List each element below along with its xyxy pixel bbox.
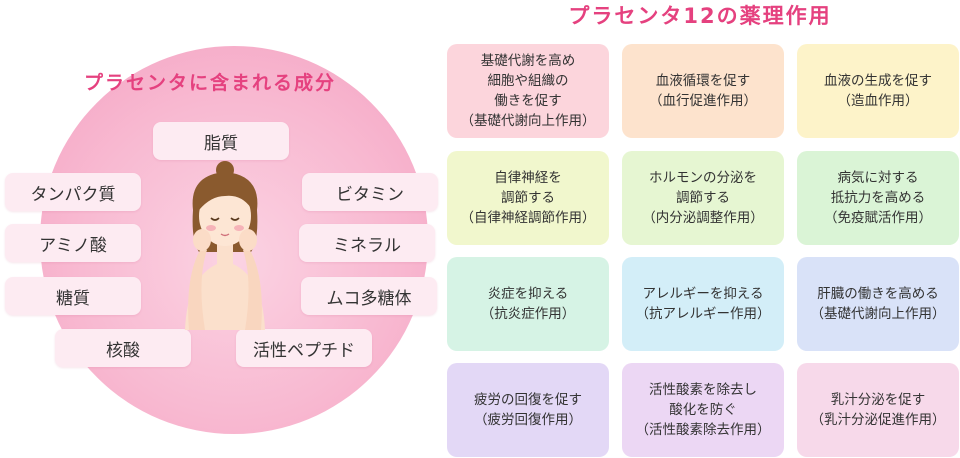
effect-line: （活性酸素除去作用） (635, 422, 771, 438)
effect-line: アレルギーを抑える (642, 286, 764, 302)
component-peptide: 活性ペプチド (236, 329, 372, 367)
component-nucleic: 核酸 (55, 329, 191, 367)
effect-line: 炎症を抑える (487, 286, 569, 302)
effect-box: アレルギーを抑える （抗アレルギー作用） (622, 257, 784, 351)
effect-box: 血液の生成を促す （造血作用） (797, 44, 959, 138)
effect-line: （基礎代謝向上作用） (460, 113, 596, 129)
effect-line: （免疫賦活作用） (824, 210, 932, 226)
effect-box: 自律神経を調節する （自律神経調節作用） (447, 151, 609, 245)
effect-box: 基礎代謝を高め細胞や組織の働きを促す （基礎代謝向上作用） (447, 44, 609, 138)
woman-illustration (185, 161, 265, 330)
effect-line: ホルモンの分泌を (649, 170, 757, 186)
effect-box: 病気に対する抵抗力を高める （免疫賦活作用） (797, 151, 959, 245)
effect-line: 細胞や組織の (487, 73, 569, 89)
effect-line: （自律神経調節作用） (460, 210, 596, 226)
effect-box: 疲労の回復を促す （疲労回復作用） (447, 363, 609, 457)
effect-line: 基礎代謝を高め (480, 53, 576, 69)
effect-box: 炎症を抑える （抗炎症作用） (447, 257, 609, 351)
effect-line: 活性酸素を除去し (649, 382, 757, 398)
effect-line: 自律神経を (494, 170, 562, 186)
effect-line: 血液循環を促す (655, 73, 751, 89)
effect-line: （血行促進作用） (649, 93, 757, 109)
effect-line: 血液の生成を促す (824, 73, 932, 89)
effect-line: （造血作用） (837, 93, 919, 109)
effect-line: （抗炎症作用） (480, 306, 576, 322)
effect-line: 肝臓の働きを高める (817, 286, 939, 302)
effect-box: 乳汁分泌を促す （乳汁分泌促進作用） (797, 363, 959, 457)
effect-line: 調節する (676, 190, 730, 206)
effect-line: （抗アレルギー作用） (635, 306, 771, 322)
component-amino: アミノ酸 (5, 224, 141, 262)
components-title: プラセンタに含まれる成分 (83, 72, 336, 94)
effect-line: （乳汁分泌促進作用） (810, 412, 946, 428)
effect-box: 活性酸素を除去し酸化を防ぐ （活性酸素除去作用） (622, 363, 784, 457)
component-lipid: 脂質 (153, 122, 289, 160)
component-sugar: 糖質 (5, 277, 141, 315)
effect-line: 働きを促す (494, 93, 562, 109)
effects-grid: 基礎代謝を高め細胞や組織の働きを促す （基礎代謝向上作用） 血液循環を促す （血行促進… (447, 44, 960, 457)
effect-line: （内分泌調整作用） (642, 210, 764, 226)
effect-line: 乳汁分泌を促す (830, 392, 926, 408)
effects-title: プラセンタ12の薬理作用 (568, 4, 832, 28)
effect-line: 調節する (501, 190, 555, 206)
effect-box: 肝臓の働きを高める （基礎代謝向上作用） (797, 257, 959, 351)
effect-line: 抵抗力を高める (830, 190, 926, 206)
effect-line: 酸化を防ぐ (669, 402, 737, 418)
effect-box: 血液循環を促す （血行促進作用） (622, 44, 784, 138)
effect-line: 病気に対する (837, 170, 919, 186)
component-vitamin: ビタミン (302, 173, 438, 211)
component-muco: ムコ多糖体 (301, 277, 437, 315)
component-mineral: ミネラル (299, 224, 435, 262)
component-protein: タンパク質 (5, 173, 141, 211)
effect-line: 疲労の回復を促す (474, 392, 582, 408)
effect-line: （疲労回復作用） (474, 412, 582, 428)
effect-box: ホルモンの分泌を調節する （内分泌調整作用） (622, 151, 784, 245)
effect-line: （基礎代謝向上作用） (810, 306, 946, 322)
